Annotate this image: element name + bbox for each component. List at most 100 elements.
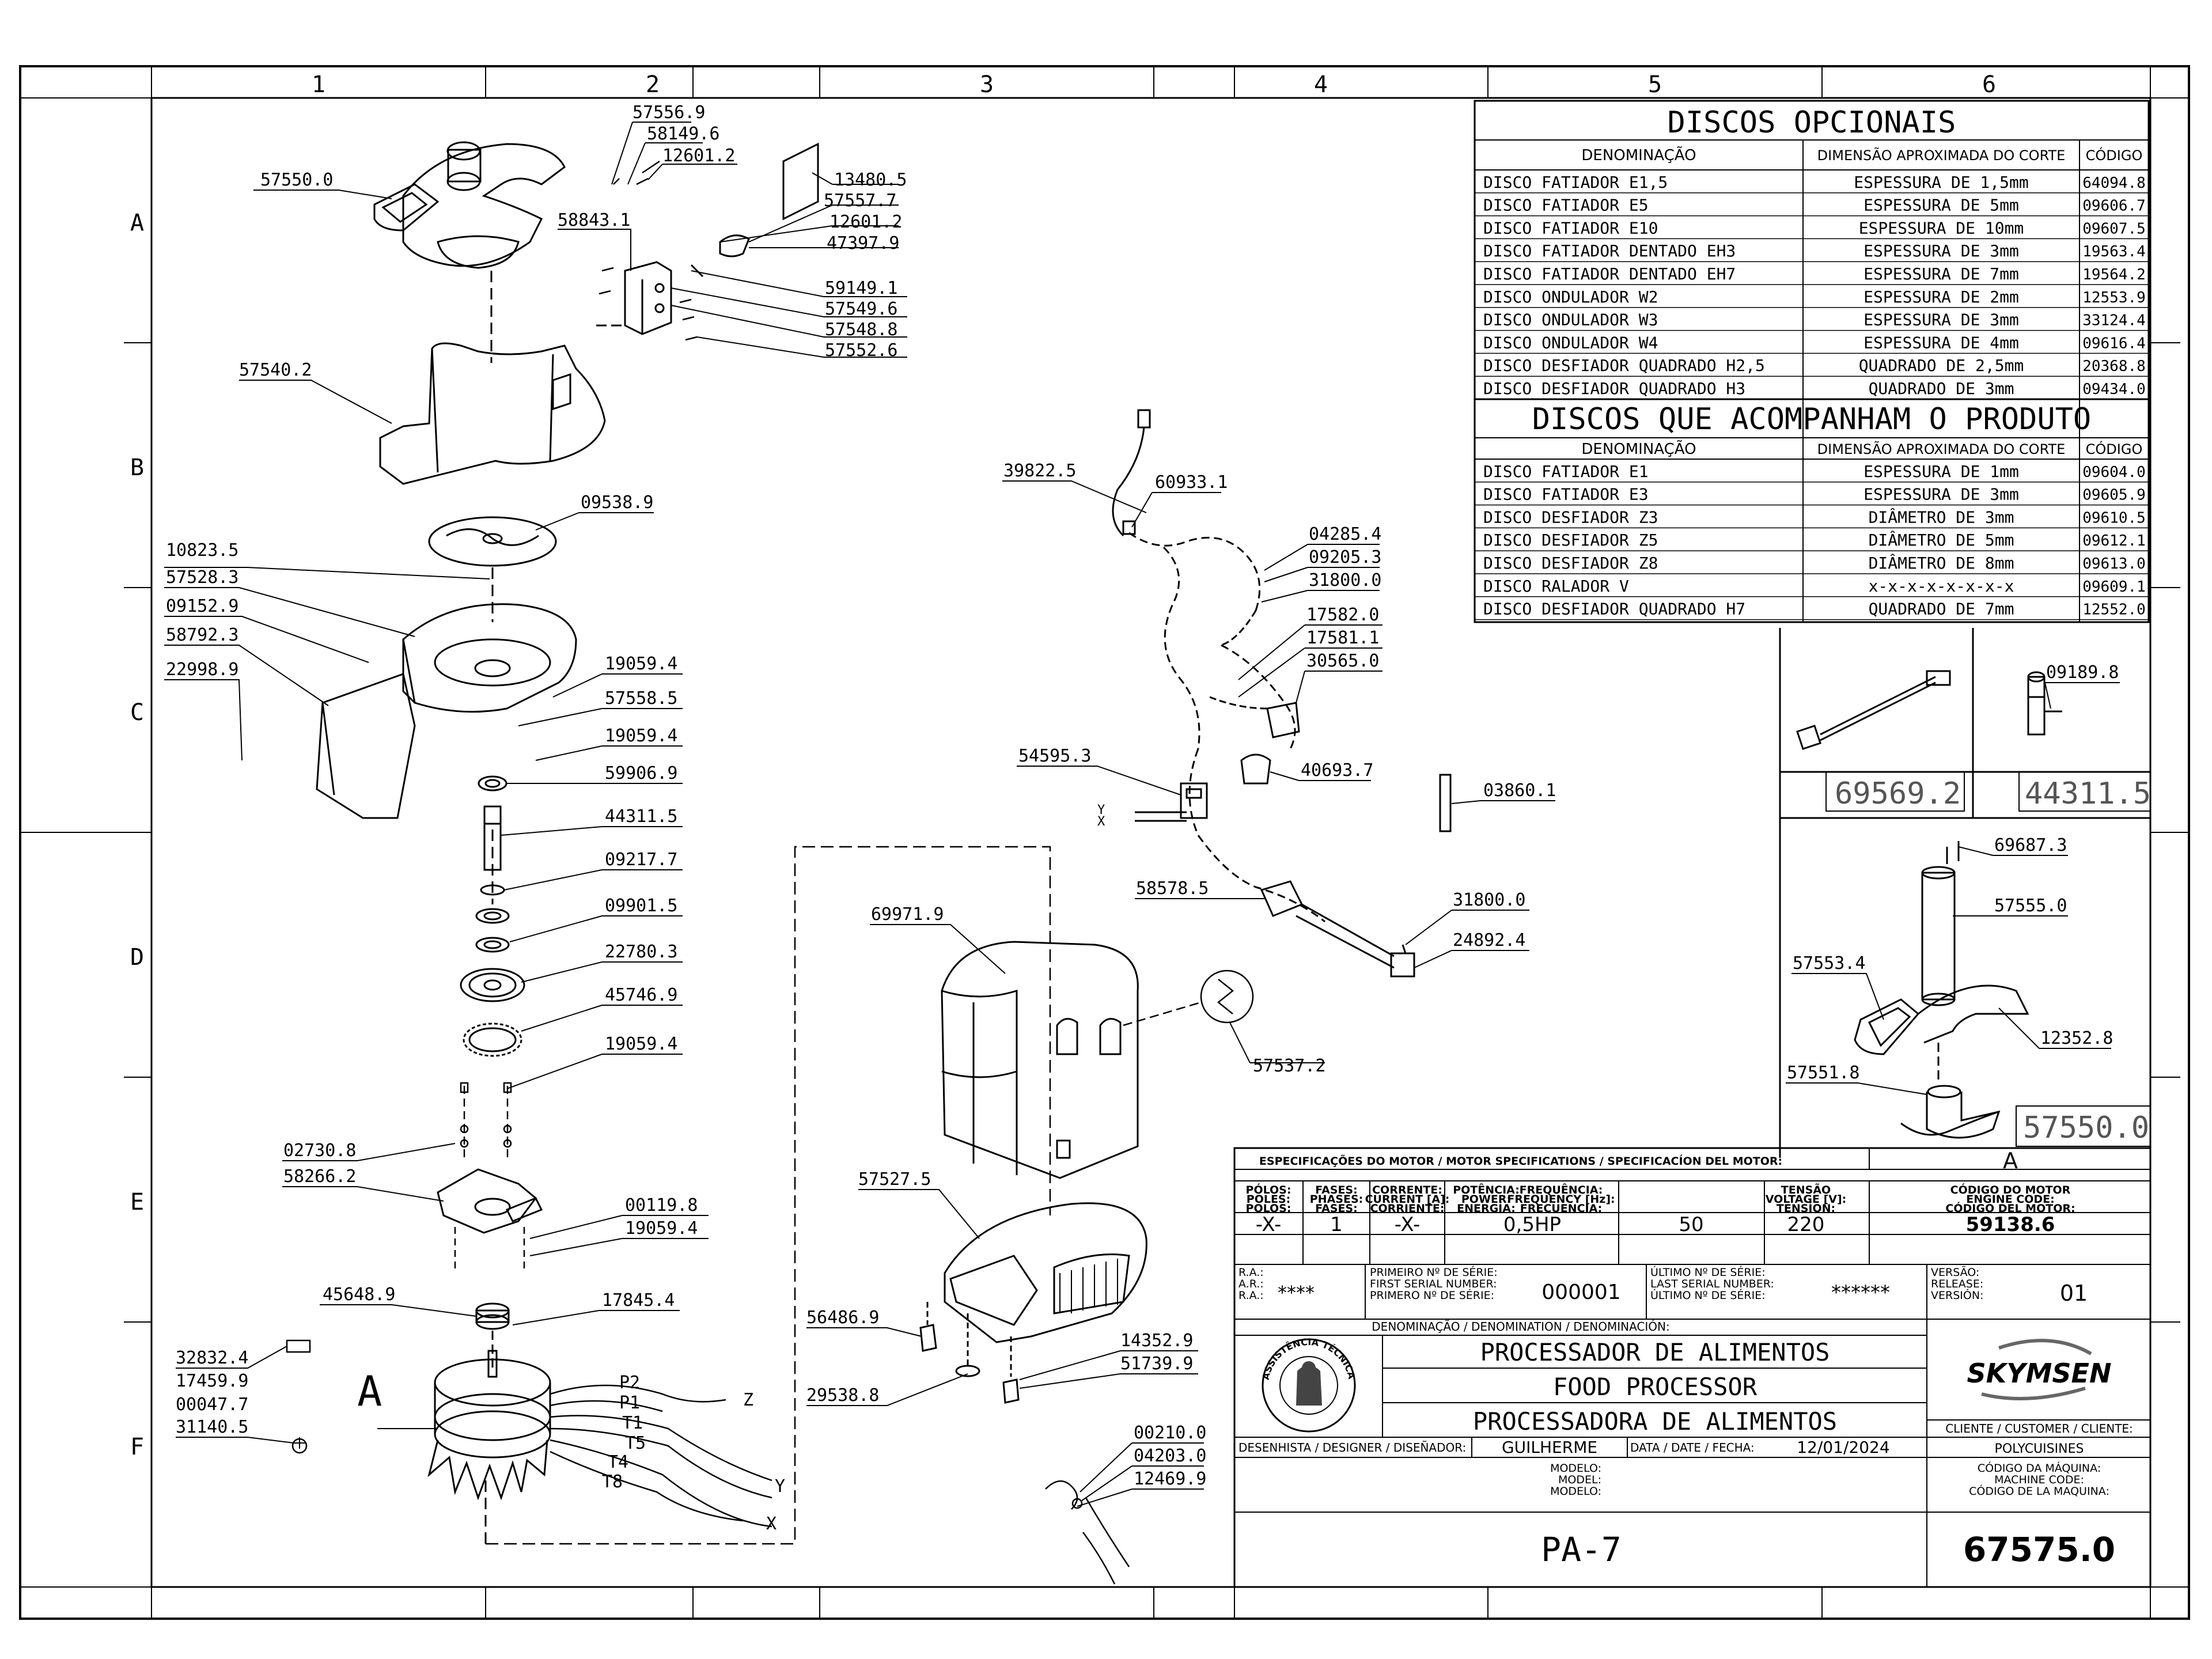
disc-name-cell: DISCO DESFIADOR Z8: [1483, 554, 1658, 573]
part-label: 19059.4: [605, 726, 677, 746]
designer-label: DESENHISTA / DESIGNER / DISEÑADOR:: [1238, 1441, 1466, 1455]
disc-name-cell: DISCO ONDULADOR W3: [1483, 310, 1658, 329]
part-label: 69569.2: [1835, 777, 1961, 811]
disc-dimension-cell: ESPESSURA DE 7mm: [1863, 264, 2019, 283]
motor-drawing: [427, 1350, 551, 1501]
part-label: 00119.8: [625, 1195, 698, 1215]
part-label: 54595.3: [1018, 746, 1091, 766]
first-serial-label: PRIMEIRO Nº DE SÉRIE:: [1370, 1266, 1498, 1279]
part-label: 58149.6: [647, 124, 719, 144]
part-label: 31800.0: [1453, 890, 1525, 910]
part-label: 59906.9: [605, 763, 677, 783]
spec-col-polos: PÓLOS:POLES:POLOS:: [1246, 1183, 1291, 1215]
table-title: DISCOS QUE ACOMPANHAM O PRODUTO: [1532, 402, 2092, 437]
disc-code-cell: 64094.8: [2082, 175, 2146, 192]
part-label: 10823.5: [166, 540, 238, 560]
inset-code-labels: 69569.2 44311.5 57550.0: [1835, 777, 2151, 1145]
ra-value: ****: [1278, 1282, 1315, 1304]
last-serial-label: ÚLTIMO Nº DE SÉRIE:: [1650, 1265, 1766, 1279]
version-value: 01: [2060, 1281, 2088, 1306]
row-label-A: A: [130, 210, 144, 236]
exploded-parts: [286, 141, 1051, 1545]
disc-name-cell: DISCO ONDULADOR W2: [1483, 287, 1658, 306]
disc-code-cell: 09605.9: [2082, 487, 2146, 504]
part-label: 51739.9: [1120, 1354, 1193, 1374]
part-label: 57552.6: [825, 340, 897, 361]
part-labels: 57556.9 58149.6 12601.2 57550.0 13480.5 …: [166, 103, 2119, 1489]
part-label: 19059.4: [625, 1218, 698, 1238]
product-name-en: FOOD PROCESSOR: [1553, 1373, 1758, 1401]
spec-header: TENSÍON:: [1777, 1202, 1835, 1215]
disc-name-cell: DISCO FATIADOR E5: [1483, 196, 1649, 215]
spec-col-potencia: POTÊNCIA:POWER:ENERGÍA:: [1453, 1183, 1520, 1215]
part-label: 57527.5: [858, 1169, 931, 1190]
spec-header: PÓLOS:: [1246, 1183, 1291, 1196]
table-header: CÓDIGO: [2086, 146, 2143, 164]
spec-value-potencia: 0,5HP: [1503, 1213, 1561, 1236]
last-serial-label: LAST SERIAL NUMBER:: [1650, 1278, 1774, 1290]
spec-header: POWER:: [1461, 1193, 1511, 1206]
disc-name-cell: DISCO FATIADOR DENTADO EH3: [1483, 241, 1736, 260]
denomination-label: DENOMINAÇÃO / DENOMINATION / DENOMINACIÓ…: [1372, 1320, 1669, 1334]
center-parts: [919, 941, 1254, 1585]
disc-name-cell: DISCO DESFIADOR Z5: [1483, 531, 1658, 550]
part-label: 60933.1: [1155, 472, 1228, 493]
disc-code-cell: 20368.8: [2082, 358, 2146, 375]
ra-label: R.A.:: [1238, 1266, 1264, 1279]
spec-value-polos: -X-: [1256, 1213, 1281, 1236]
part-label: 17582.0: [1306, 605, 1379, 625]
part-label: 00210.0: [1134, 1423, 1206, 1443]
part-label: 58843.1: [558, 210, 630, 230]
disc-code-cell: 33124.4: [2082, 312, 2146, 329]
part-label: 12601.2: [662, 146, 735, 166]
motor-leads-drawing: [550, 1384, 772, 1528]
lead-label: T8: [602, 1472, 623, 1492]
designer-row: DESENHISTA / DESIGNER / DISEÑADOR: GUILH…: [1238, 1438, 1890, 1457]
part-label: 44311.5: [605, 806, 677, 827]
version-label: VERSIÓN:: [1931, 1288, 1983, 1302]
col-label-5: 5: [1648, 71, 1662, 98]
disc-dimension-cell: QUADRADO DE 2,5mm: [1859, 356, 2024, 375]
part-label: 58578.5: [1136, 878, 1209, 899]
client-label: CLIENTE / CUSTOMER / CLIENTE:: [1945, 1422, 2133, 1435]
right-insets: [1779, 628, 2151, 1158]
column-dividers: [485, 66, 1823, 1619]
part-label: 09538.9: [581, 493, 653, 513]
disc-dimension-cell: ESPESSURA DE 1mm: [1863, 462, 2019, 481]
last-serial-label: ÚLTIMO Nº DE SÉRIE:: [1650, 1288, 1766, 1302]
part-label: 40693.7: [1301, 760, 1373, 781]
row-label-B: B: [130, 454, 144, 481]
disc-dimension-cell: ESPESSURA DE 3mm: [1863, 241, 2019, 260]
disc-dimension-cell: ESPESSURA DE 10mm: [1859, 218, 2024, 237]
brand-name: SKYMSEN: [1967, 1358, 2112, 1389]
part-label: 57555.0: [1994, 896, 2067, 916]
table-header: CÓDIGO: [2086, 440, 2143, 457]
part-label: 12601.2: [830, 212, 902, 232]
col-label-3: 3: [980, 71, 994, 98]
spec-header: PHASES:: [1310, 1193, 1363, 1206]
model-label: MODELO:: [1550, 1462, 1601, 1475]
part-label: 31800.0: [1309, 570, 1381, 590]
title-block: [1233, 1147, 2152, 1588]
disc-name-cell: DISCO FATIADOR DENTADO EH7: [1483, 264, 1736, 283]
part-label: 57553.4: [1793, 953, 1865, 974]
col-label-2: 2: [646, 71, 660, 98]
date-label: DATA / DATE / FECHA:: [1630, 1441, 1755, 1455]
part-label: 12352.8: [2040, 1028, 2113, 1048]
part-label: 09189.8: [2046, 662, 2119, 683]
part-label: 29538.8: [806, 1385, 879, 1406]
disc-name-cell: DISCO FATIADOR E3: [1483, 485, 1649, 504]
serial-row: R.A.: A.R.: R.A.: **** PRIMEIRO Nº DE SÉ…: [1238, 1265, 2088, 1306]
disc-code-cell: 09607.5: [2082, 220, 2146, 237]
outer-border: [19, 65, 2190, 1620]
disc-code-cell: 09610.5: [2082, 509, 2146, 527]
table-header: DENOMINAÇÃO: [1581, 440, 1696, 458]
leader-lines: [164, 122, 2120, 1507]
part-label: 47397.9: [827, 233, 899, 253]
row-label-D: D: [130, 944, 144, 971]
part-label: 69971.9: [871, 904, 944, 925]
disc-name-cell: DISCO DESFIADOR QUADRADO H7: [1483, 600, 1745, 619]
